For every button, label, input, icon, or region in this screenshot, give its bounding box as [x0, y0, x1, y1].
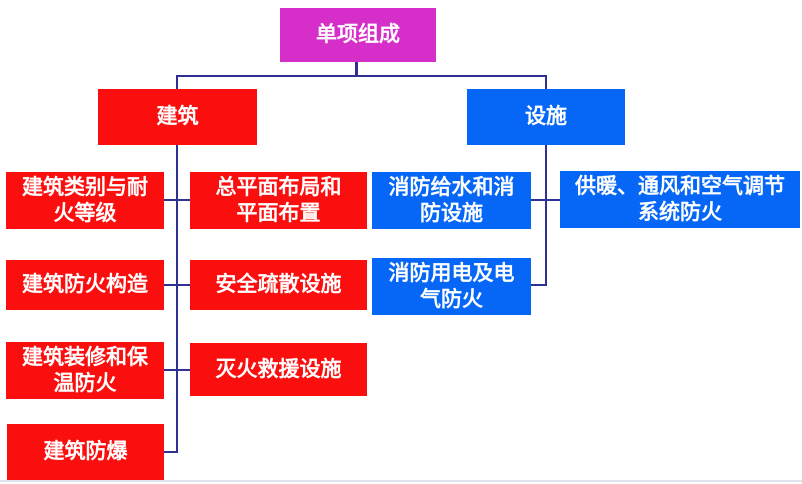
connector-top-horizontal [176, 75, 547, 77]
node-site-plan-layout: 总平面布局和 平面布置 [190, 172, 367, 229]
connector-building-row4 [164, 451, 178, 453]
node-building-decoration-insulation: 建筑装修和保 温防火 [6, 342, 164, 399]
bottom-divider [0, 480, 802, 482]
connector-drop-building [176, 75, 178, 90]
connector-facility-row2 [531, 284, 547, 286]
node-safe-evacuation-facilities: 安全疏散设施 [190, 260, 367, 310]
connector-building-row2 [164, 284, 190, 286]
node-hvac-system-fireproof: 供暖、通风和空气调节 系统防火 [560, 171, 800, 228]
node-root: 单项组成 [280, 8, 436, 62]
node-fire-power-electrical: 消防用电及电 气防火 [372, 258, 531, 315]
node-building-fireproof-construction: 建筑防火构造 [6, 260, 164, 310]
connector-building-row1 [164, 199, 190, 201]
connector-drop-facility [545, 75, 547, 90]
connector-building-spine [176, 145, 178, 453]
node-building-explosion-proof: 建筑防爆 [7, 424, 164, 480]
connector-facility-row1 [531, 199, 560, 201]
node-fire-water-supply-facilities: 消防给水和消 防设施 [372, 172, 531, 229]
connector-building-row3 [164, 369, 190, 371]
connector-facility-spine [545, 145, 547, 286]
node-facility: 设施 [467, 89, 625, 145]
connector-root-stub [355, 62, 358, 76]
node-firefighting-rescue-facilities: 灭火救援设施 [190, 343, 367, 396]
node-building-category-fire-rating: 建筑类别与耐 火等级 [6, 172, 164, 229]
node-building: 建筑 [98, 89, 257, 145]
